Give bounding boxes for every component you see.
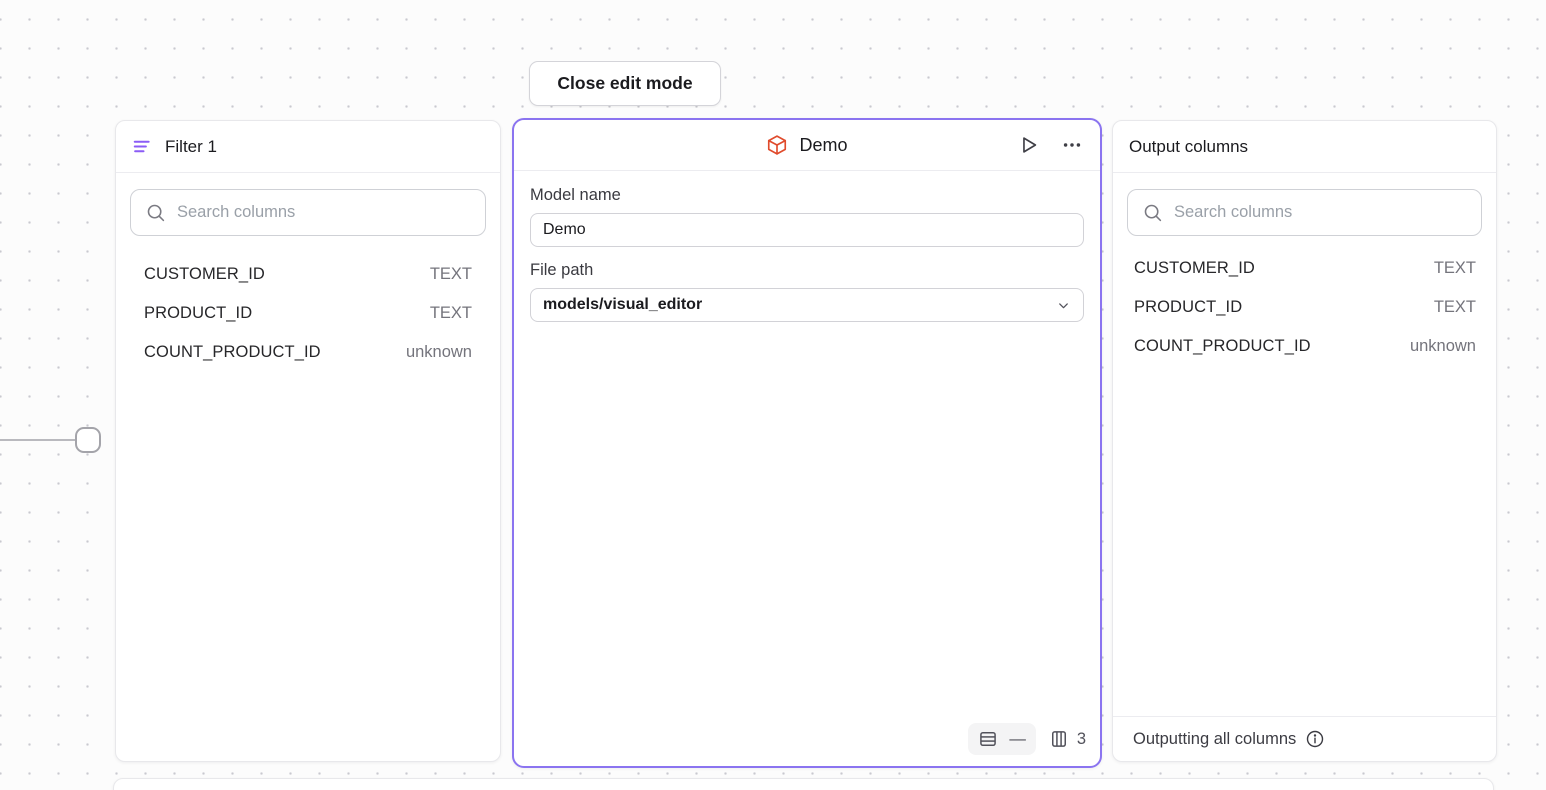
model-panel[interactable]: Demo (512, 118, 1102, 768)
column-count-badge[interactable]: 3 (1049, 729, 1086, 749)
run-model-button[interactable] (1016, 132, 1042, 158)
column-name: COUNT_PRODUCT_ID (144, 343, 321, 361)
ellipsis-icon (1061, 134, 1083, 156)
column-row[interactable]: COUNT_PRODUCT_ID unknown (116, 333, 500, 372)
cube-icon (766, 134, 788, 156)
column-type: TEXT (1433, 259, 1476, 277)
column-name: PRODUCT_ID (144, 304, 253, 322)
row-count-badge[interactable]: — (968, 723, 1036, 755)
column-type: TEXT (1433, 298, 1476, 316)
table-rows-icon (978, 729, 998, 749)
info-icon[interactable] (1305, 729, 1325, 749)
column-row[interactable]: PRODUCT_ID TEXT (1113, 288, 1496, 327)
output-footer-text: Outputting all columns (1133, 729, 1297, 748)
output-columns-panel[interactable]: Output columns CUSTOMER_ID TEXT PRODUCT_… (1112, 120, 1497, 762)
model-panel-title: Demo (799, 134, 848, 155)
model-panel-header: Demo (514, 120, 1100, 171)
model-panel-stats: — 3 (968, 723, 1086, 755)
output-column-list: CUSTOMER_ID TEXT PRODUCT_ID TEXT COUNT_P… (1113, 249, 1496, 366)
edge-connector-handle[interactable] (75, 427, 101, 453)
play-icon (1018, 134, 1040, 156)
output-search-box[interactable] (1127, 189, 1482, 236)
search-icon (145, 202, 166, 223)
column-type: TEXT (429, 304, 472, 322)
column-row[interactable]: COUNT_PRODUCT_ID unknown (1113, 327, 1496, 366)
filter-lines-icon (132, 137, 151, 156)
column-row[interactable]: PRODUCT_ID TEXT (116, 294, 500, 333)
filter-search-box[interactable] (130, 189, 486, 236)
search-icon (1142, 202, 1163, 223)
column-row[interactable]: CUSTOMER_ID TEXT (1113, 249, 1496, 288)
filter-search-input[interactable] (177, 203, 471, 222)
table-columns-icon (1049, 729, 1069, 749)
column-count-value: 3 (1076, 729, 1086, 748)
column-type: unknown (1409, 337, 1476, 355)
column-name: CUSTOMER_ID (144, 265, 265, 283)
column-type: TEXT (429, 265, 472, 283)
file-path-value: models/visual_editor (543, 296, 703, 313)
edge-connector-line (0, 439, 77, 441)
column-name: COUNT_PRODUCT_ID (1134, 337, 1311, 355)
row-count-value: — (1009, 729, 1026, 748)
output-panel-footer: Outputting all columns (1113, 716, 1496, 761)
filter-panel[interactable]: Filter 1 CUSTOMER_ID TEXT PRODUCT_ID TEX… (115, 120, 501, 762)
filter-panel-header: Filter 1 (116, 121, 500, 173)
output-panel-header: Output columns (1113, 121, 1496, 173)
more-options-button[interactable] (1059, 132, 1085, 158)
output-search-input[interactable] (1174, 203, 1467, 222)
model-name-input[interactable] (530, 213, 1084, 247)
bottom-panel-partial[interactable] (113, 778, 1494, 790)
file-path-select[interactable]: models/visual_editor (530, 288, 1084, 322)
column-row[interactable]: CUSTOMER_ID TEXT (116, 255, 500, 294)
output-panel-title: Output columns (1129, 136, 1249, 156)
chevron-down-icon (1056, 298, 1071, 313)
column-type: unknown (405, 343, 472, 361)
column-name: PRODUCT_ID (1134, 298, 1243, 316)
filter-column-list: CUSTOMER_ID TEXT PRODUCT_ID TEXT COUNT_P… (116, 255, 500, 372)
column-name: CUSTOMER_ID (1134, 259, 1255, 277)
file-path-label: File path (530, 261, 594, 279)
filter-panel-title: Filter 1 (165, 136, 217, 156)
close-edit-mode-button[interactable]: Close edit mode (529, 61, 721, 106)
model-name-label: Model name (530, 186, 621, 204)
